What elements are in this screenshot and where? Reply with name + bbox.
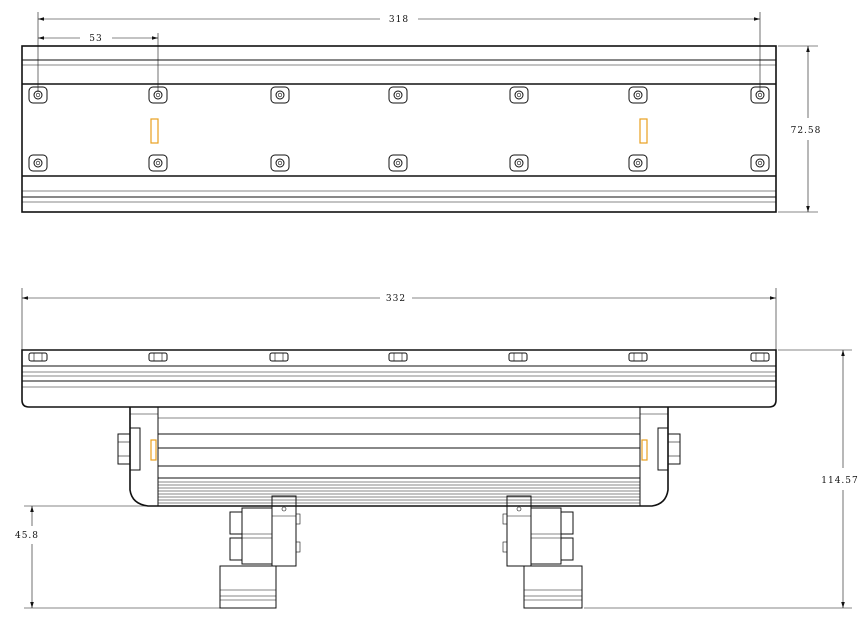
- side-led-right: [641, 439, 648, 461]
- dimension-bracket-height: 45.8: [15, 531, 39, 541]
- dimension-side-width: 332: [386, 294, 406, 304]
- mounting-hole: [270, 154, 290, 172]
- dimension-hole-spacing: 53: [89, 34, 102, 44]
- left-cable-gland: [117, 427, 141, 471]
- side-view-housing: [129, 407, 669, 507]
- mounting-holes-bottom-row: [28, 154, 770, 172]
- mounting-hole: [628, 154, 648, 172]
- mounting-hole: [509, 154, 529, 172]
- dimension-top-width: 318: [389, 15, 409, 25]
- mounting-hole: [628, 86, 648, 104]
- right-cable-gland: [657, 427, 681, 471]
- side-view-slots: [28, 352, 770, 362]
- mounting-slot: [750, 352, 770, 362]
- mounting-hole: [270, 86, 290, 104]
- mounting-slot: [269, 352, 289, 362]
- mounting-slot: [508, 352, 528, 362]
- top-view: 318 53 72.58: [21, 12, 822, 213]
- side-led-left: [150, 439, 157, 461]
- mounting-hole: [388, 86, 408, 104]
- top-view-body: [21, 45, 777, 213]
- side-view-top-plate: [21, 349, 777, 408]
- dimension-top-height: 72.58: [791, 126, 822, 136]
- mounting-hole: [750, 154, 770, 172]
- mounting-hole: [509, 86, 529, 104]
- mounting-slot: [388, 352, 408, 362]
- mounting-hole: [148, 154, 168, 172]
- led-strip-left: [150, 118, 159, 144]
- mounting-hole: [388, 154, 408, 172]
- left-mounting-bracket: [219, 495, 301, 609]
- side-view: 332: [15, 288, 859, 609]
- mounting-slot: [628, 352, 648, 362]
- right-mounting-bracket: [502, 495, 583, 609]
- mounting-slot: [28, 352, 48, 362]
- led-strip-right: [639, 118, 648, 144]
- dimension-side-height: 114.57: [821, 476, 859, 486]
- mounting-hole: [28, 154, 48, 172]
- mounting-slot: [148, 352, 168, 362]
- mounting-holes-top-row: [28, 86, 770, 104]
- side-view-cooling-fins: [158, 481, 640, 504]
